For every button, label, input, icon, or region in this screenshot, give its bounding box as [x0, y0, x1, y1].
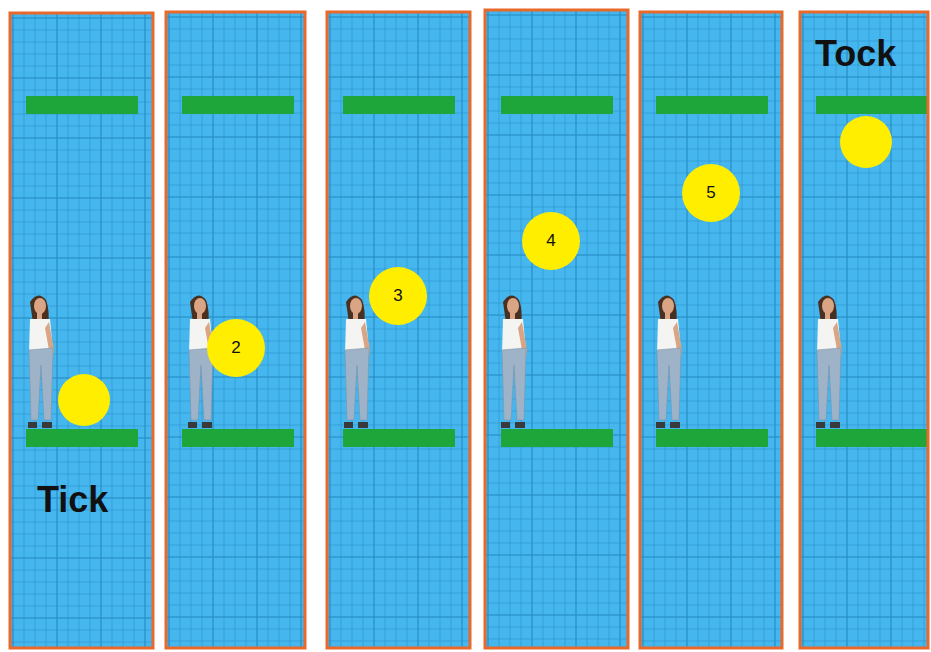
callout-number: 2 — [207, 319, 265, 377]
ball-circle: 5 — [682, 164, 740, 222]
ball-circle: 2 — [207, 319, 265, 377]
top-bar — [182, 96, 294, 114]
panel — [485, 10, 628, 648]
panel-border — [166, 12, 305, 648]
top-bar — [26, 96, 138, 114]
woman-figure — [344, 295, 370, 428]
panel-border — [10, 13, 153, 648]
bottom-bar — [26, 429, 138, 447]
panel-border — [800, 12, 928, 648]
callout-number: 5 — [682, 164, 740, 222]
bottom-bar — [182, 429, 294, 447]
bottom-bar — [343, 429, 455, 447]
top-bar — [816, 96, 928, 114]
callout-number: 3 — [369, 267, 427, 325]
time-label: Tick — [37, 482, 108, 518]
woman-figure — [656, 295, 682, 428]
woman-figure — [28, 295, 54, 428]
woman-figure — [188, 295, 214, 428]
top-bar — [656, 96, 768, 114]
panel — [10, 13, 153, 648]
panel — [640, 12, 782, 648]
ball-circle: 3 — [369, 267, 427, 325]
ball — [58, 374, 110, 426]
callout-number: 4 — [522, 212, 580, 270]
panel-border — [485, 10, 628, 648]
bottom-bar — [501, 429, 613, 447]
ball — [840, 116, 892, 168]
top-bar — [343, 96, 455, 114]
panel — [800, 12, 928, 648]
top-bar — [501, 96, 613, 114]
ball-circle: 4 — [522, 212, 580, 270]
panel-border — [327, 12, 470, 648]
bottom-bar — [656, 429, 768, 447]
time-label: Tock — [815, 36, 896, 72]
woman-figure — [816, 295, 842, 428]
woman-figure — [501, 295, 527, 428]
panel — [327, 12, 470, 648]
panel-border — [640, 12, 782, 648]
panel — [166, 12, 305, 648]
bottom-bar — [816, 429, 928, 447]
